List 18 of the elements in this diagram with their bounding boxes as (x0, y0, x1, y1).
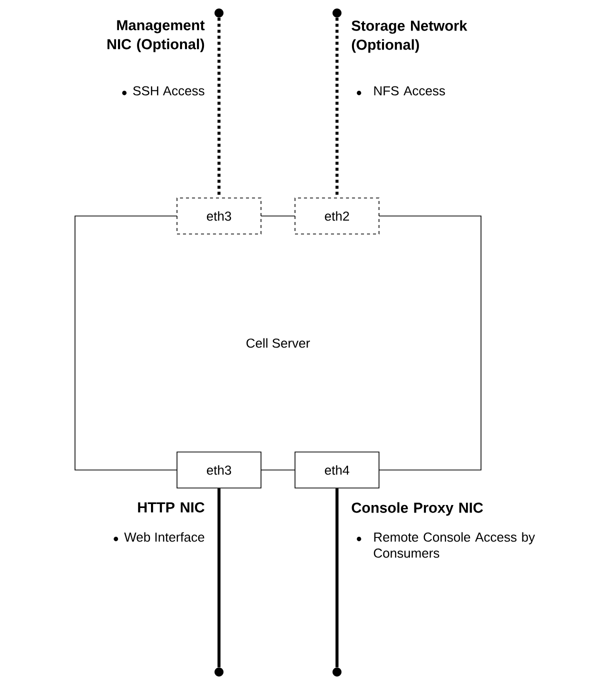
bullet-text: SSH Access (133, 86, 204, 96)
nic-heading: Console Proxy NIC (352, 502, 483, 516)
nic-heading: Management NIC (Optional) (108, 20, 205, 52)
endpoint-dot (332, 8, 342, 18)
port-box: eth2 (294, 198, 380, 234)
endpoint-dot (214, 8, 224, 18)
port-box: eth3 (176, 198, 262, 234)
connector-line (336, 488, 338, 668)
endpoint-dot (214, 668, 224, 676)
bullet-text: NFS Access (374, 86, 445, 96)
port-box: eth4 (294, 452, 380, 488)
endpoint-dot (332, 668, 342, 676)
bullet-text: Web Interface (124, 532, 204, 542)
nic-heading: Storage Network (Optional) (352, 20, 468, 53)
port-box: eth3 (176, 452, 262, 488)
connector-line (218, 488, 220, 668)
bullet-text: Remote Console Access by Consumers (374, 532, 535, 558)
nic-heading: HTTP NIC (138, 502, 204, 512)
